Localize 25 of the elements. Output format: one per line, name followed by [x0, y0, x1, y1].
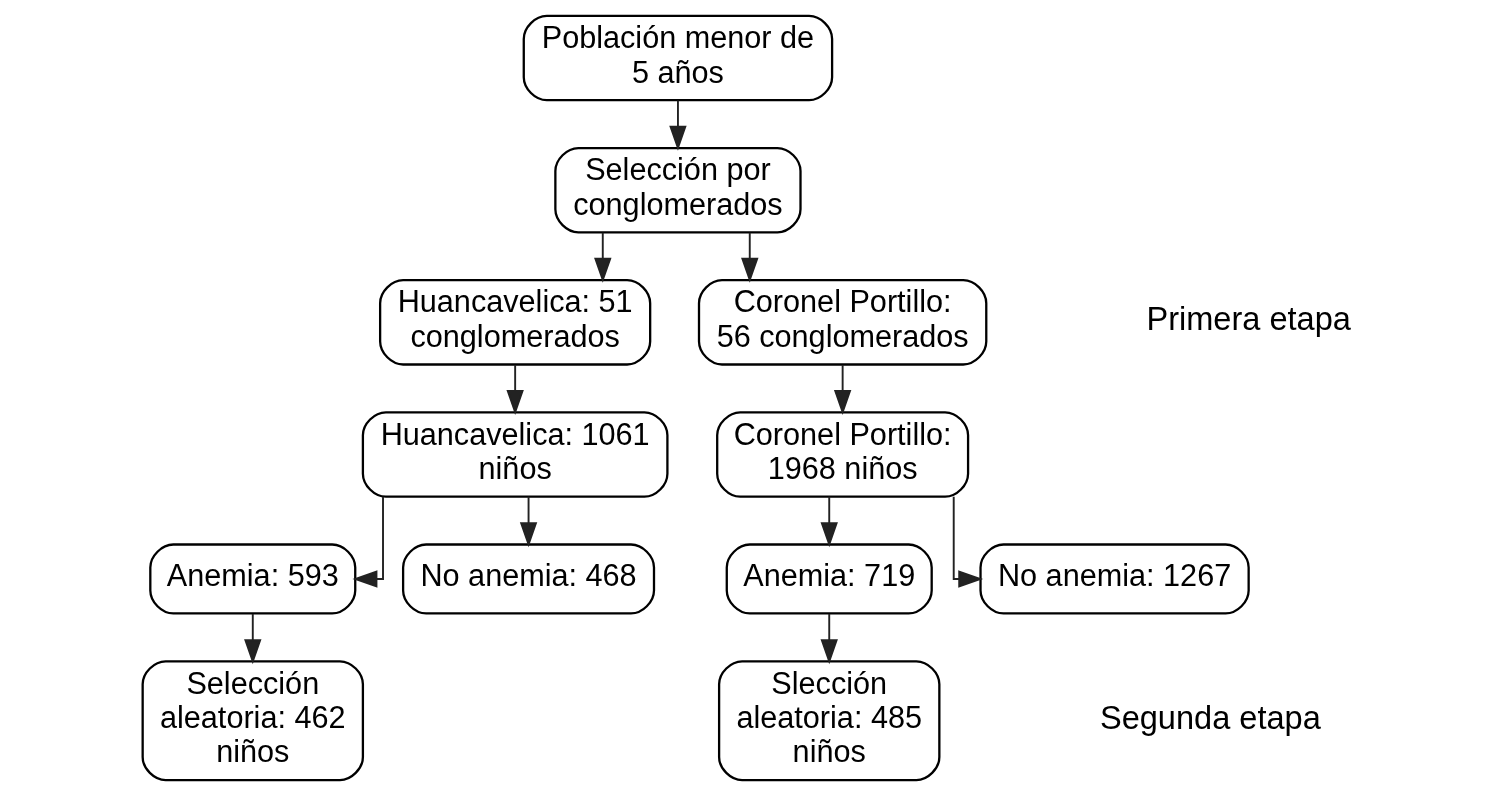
arrow: [952, 495, 983, 588]
arrow: [740, 231, 758, 283]
arrow: [243, 613, 261, 665]
node-box: Población menor de 5 años: [522, 14, 833, 102]
node-box: Anemia: 593: [148, 543, 356, 615]
node-box: Anemia: 719: [725, 543, 933, 615]
node-box: Coronel Portillo: 56 conglomerados: [697, 279, 987, 366]
node-box: No anemia: 1267: [978, 543, 1250, 615]
arrow: [505, 363, 524, 415]
arrow: [352, 495, 384, 588]
label: Primera etapa: [1145, 301, 1351, 338]
arrow: [820, 613, 838, 665]
node-box: Slección aleatoria: 485 niños: [717, 660, 940, 782]
node-box: Huancavelica: 1061 niños: [361, 411, 669, 498]
arrow: [593, 231, 611, 283]
label: Segunda etapa: [1099, 699, 1321, 736]
node-box: Selección por conglomerados: [553, 146, 802, 234]
arrow: [668, 99, 687, 151]
node-box: No anemia: 468: [401, 543, 655, 615]
arrow: [519, 495, 537, 548]
node-box: Huancavelica: 51 conglomerados: [378, 279, 651, 366]
arrow: [833, 363, 851, 415]
node-box: Coronel Portillo: 1968 niños: [715, 411, 969, 498]
arrow: [820, 495, 838, 548]
node-box: Selección aleatoria: 462 niños: [141, 660, 364, 782]
